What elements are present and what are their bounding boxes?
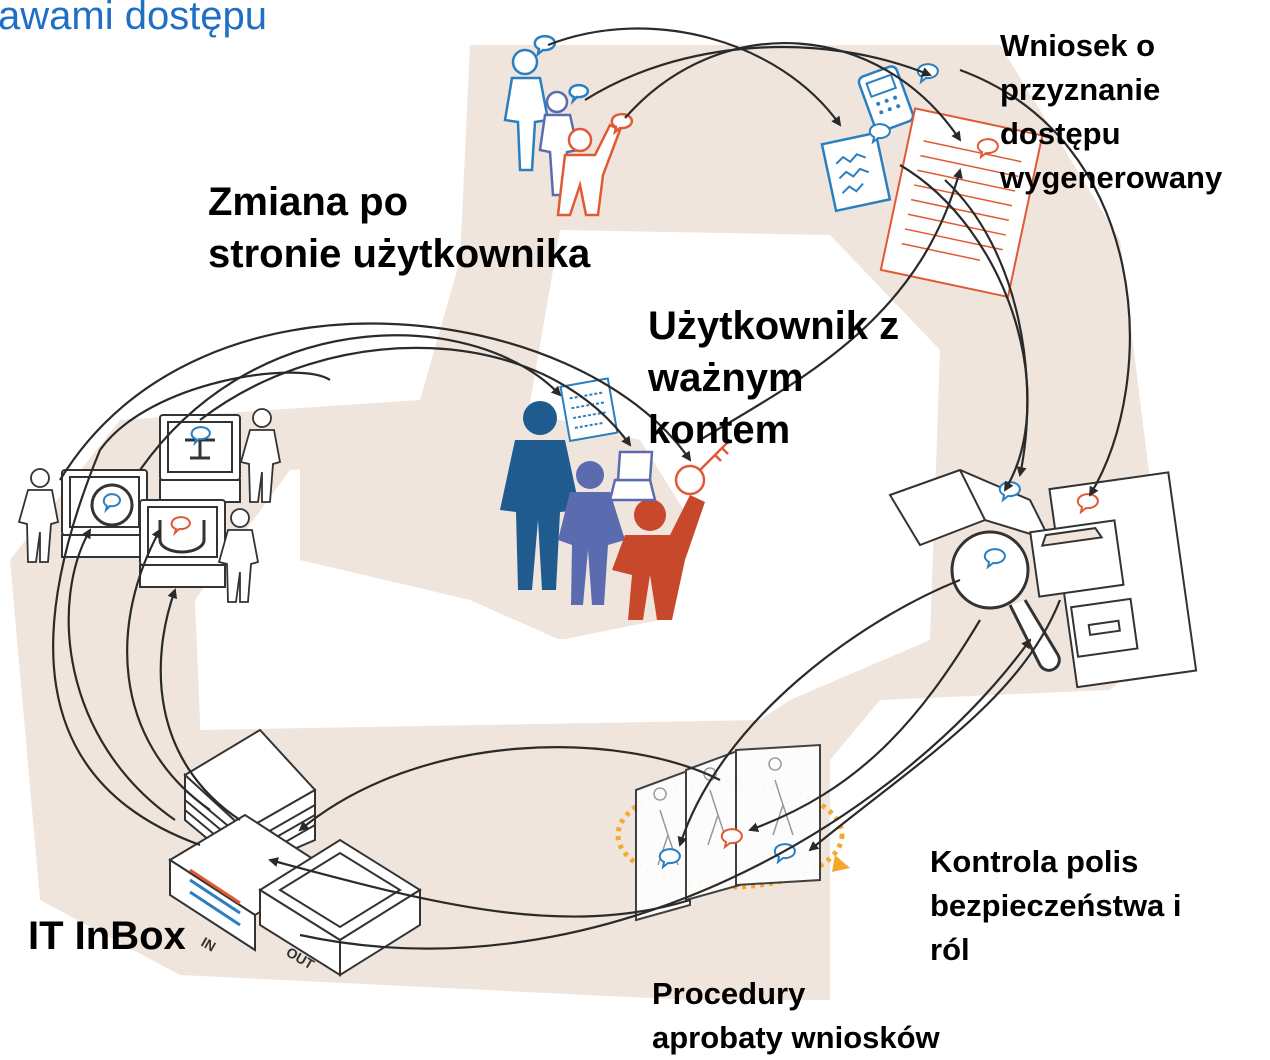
approval-procedures-line-2: aprobaty wniosków <box>652 1020 940 1055</box>
valid-account-user-label: Użytkownik z ważnym kontem <box>648 300 899 456</box>
user-change-line-1: Zmiana po <box>208 180 409 224</box>
valid-account-users-icon <box>500 377 731 620</box>
arrow-user-change-loop <box>699 168 963 441</box>
policy-control-line-2: bezpieczeństwa i <box>930 888 1182 923</box>
policy-control-line-1: Kontrola polis <box>930 844 1139 879</box>
arrow-approval-to-inbox <box>298 746 721 832</box>
user-change-label: Zmiana po stronie użytkownika <box>208 176 590 280</box>
arrow-computers-to-users-3 <box>59 322 692 481</box>
access-request-line-3: dostępu <box>1000 116 1121 151</box>
approval-procedures-label: Procedury aprobaty wniosków <box>652 972 940 1060</box>
tray-in-label: IN <box>199 934 219 955</box>
arrow-review-to-approval <box>677 578 961 847</box>
arrow-inbox-to-review <box>52 371 331 847</box>
access-request-line-4: wygenerowany <box>1000 160 1223 195</box>
outlined-people-group-icon <box>503 34 634 217</box>
approval-procedures-icon <box>615 743 850 922</box>
arrow-inbox-to-computers-3 <box>159 588 241 821</box>
it-inbox-label: IT InBox <box>28 914 186 958</box>
access-request-line-1: Wniosek o <box>1000 28 1156 63</box>
access-request-line-2: przyznanie <box>1000 72 1161 107</box>
arrow-request-to-review <box>899 164 1029 492</box>
arrow-user-to-request-2 <box>584 45 932 101</box>
arrow-user-to-request <box>547 27 842 127</box>
arrow-inbox-to-computers <box>67 528 176 821</box>
access-request-label: Wniosek o przyznanie dostępu wygenerowan… <box>1000 24 1222 200</box>
flow-arrows <box>52 27 1131 950</box>
approval-procedures-line-1: Procedury <box>652 976 806 1011</box>
user-change-line-2: stronie użytkownika <box>208 232 591 276</box>
arrow-user-to-request-3 <box>624 42 962 142</box>
policy-control-label: Kontrola polis bezpieczeństwa i ról <box>930 840 1182 972</box>
valid-account-user-line-1: Użytkownik z <box>648 304 900 348</box>
title-fragment: awami dostępu <box>0 0 268 38</box>
arrow-review-to-approval-2 <box>748 619 981 832</box>
valid-account-user-line-2: ważnym <box>648 356 804 400</box>
arrow-request-to-review-2 <box>944 179 1029 477</box>
policy-control-line-3: ról <box>930 932 970 967</box>
admin-workstations-icon <box>17 408 282 603</box>
access-request-document-icon <box>820 63 1044 299</box>
arrow-review-return <box>299 638 1032 950</box>
policy-review-icon <box>888 468 1198 689</box>
arrow-inbox-to-computers-2 <box>126 528 211 811</box>
arrow-request-to-cabinet <box>959 68 1131 497</box>
arrow-computers-to-users-2 <box>199 346 632 447</box>
arrow-cabinet-to-approval <box>808 599 1062 852</box>
valid-account-user-line-3: kontem <box>648 408 791 452</box>
arrow-approval-to-inbox-2 <box>268 857 691 918</box>
